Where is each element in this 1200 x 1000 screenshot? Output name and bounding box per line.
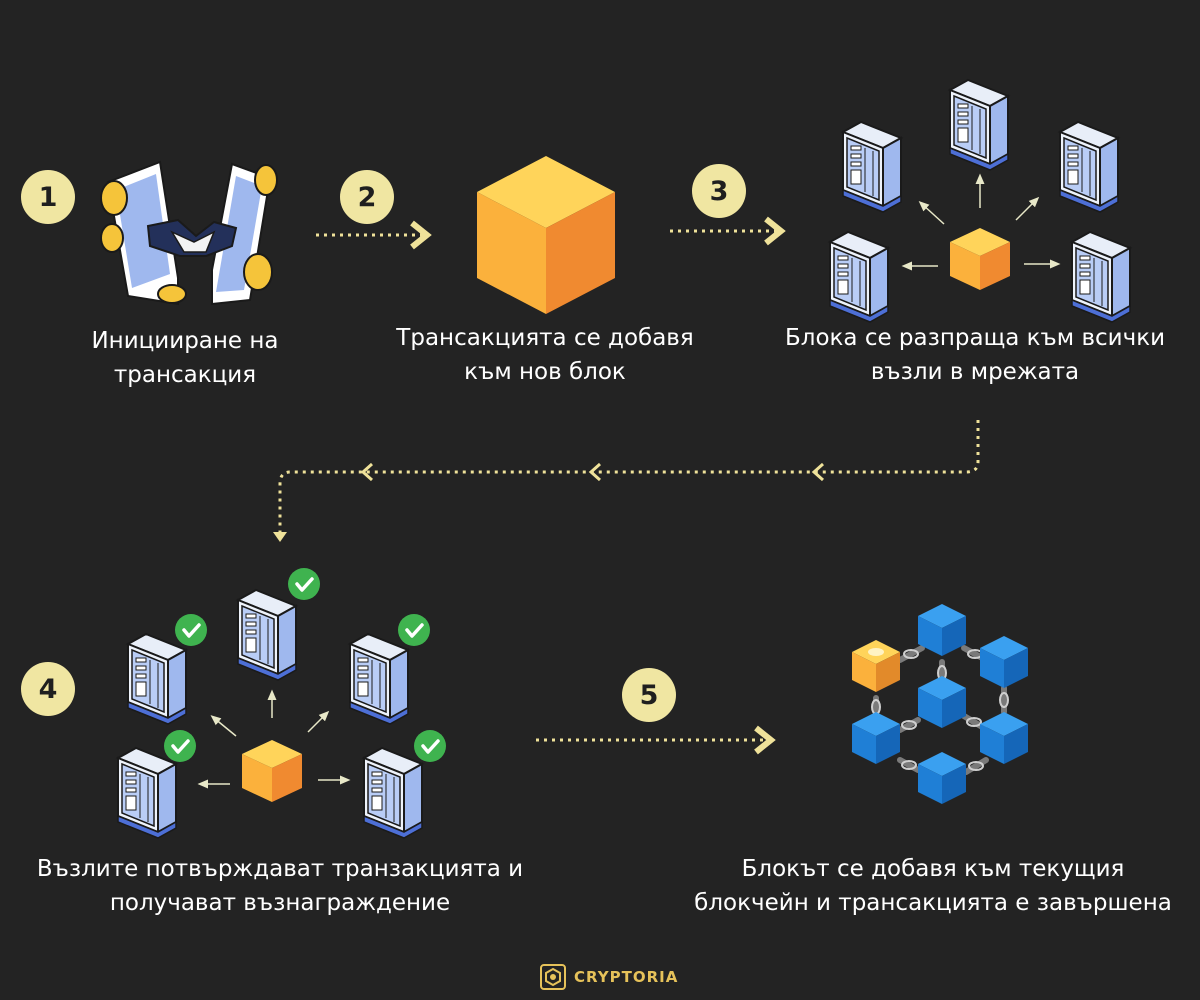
step-1-caption: Иницииране на трансакция [35,324,335,392]
check-icon [286,566,322,602]
check-icon [396,612,432,648]
server-node-icon [842,121,902,213]
orange-block-icon [950,228,1010,290]
step-4-caption-line1: Възлите потвърждават транзакцията и [36,856,524,882]
check-icon [173,612,209,648]
step-badge-4: 4 [21,662,75,716]
server-node-icon [127,633,187,725]
brand-name: CRYPTORIA [574,968,679,986]
orange-block-icon [477,156,615,314]
arrow-3-4 [278,420,980,534]
step-5-caption: Блокът се добавя към текущия блокчейн и … [668,852,1198,920]
server-node-icon [829,231,889,323]
handshake-phones-icon [100,160,278,306]
server-node-icon [349,633,409,725]
blockchain-network-icon [852,604,1028,804]
server-node-icon [1071,231,1131,323]
step-5-caption-line2: блокчейн и трансакцията е завършена [694,890,1172,916]
network-broadcast-icon [829,79,1131,323]
server-node-icon [363,747,423,839]
step-3-caption: Блока се разпраща към всички възли в мре… [755,321,1195,389]
step-1-caption-line1: Иницииране на [91,328,279,354]
server-node-icon [1059,121,1119,213]
step-badge-5: 5 [622,668,676,722]
step-4-caption: Възлите потвърждават транзакцията и полу… [10,852,550,920]
server-node-icon [237,589,297,681]
step-2-caption-line1: Трансакцията се добавя [396,325,694,351]
step-2-caption-line2: към нов блок [464,359,626,385]
step-3-caption-line2: възли в мрежата [870,359,1080,385]
step-5-caption-line1: Блокът се добавя към текущия [741,856,1125,882]
server-node-icon [949,79,1009,171]
orange-block-icon [852,640,900,692]
step-badge-1: 1 [21,170,75,224]
step-3-caption-line1: Блока се разпраща към всички [784,325,1166,351]
brand: CRYPTORIA [540,964,678,990]
step-2-caption: Трансакцията се добавя към нов блок [370,321,720,389]
step-badge-2: 2 [340,170,394,224]
network-validation-icon [117,566,448,839]
check-icon [412,728,448,764]
step-badge-3: 3 [692,164,746,218]
step-1-caption-line2: трансакция [113,362,257,388]
server-node-icon [117,747,177,839]
cryptoria-logo-icon [540,964,566,990]
orange-block-icon [242,740,302,802]
check-icon [162,728,198,764]
step-4-caption-line2: получават възнаграждение [109,890,451,916]
